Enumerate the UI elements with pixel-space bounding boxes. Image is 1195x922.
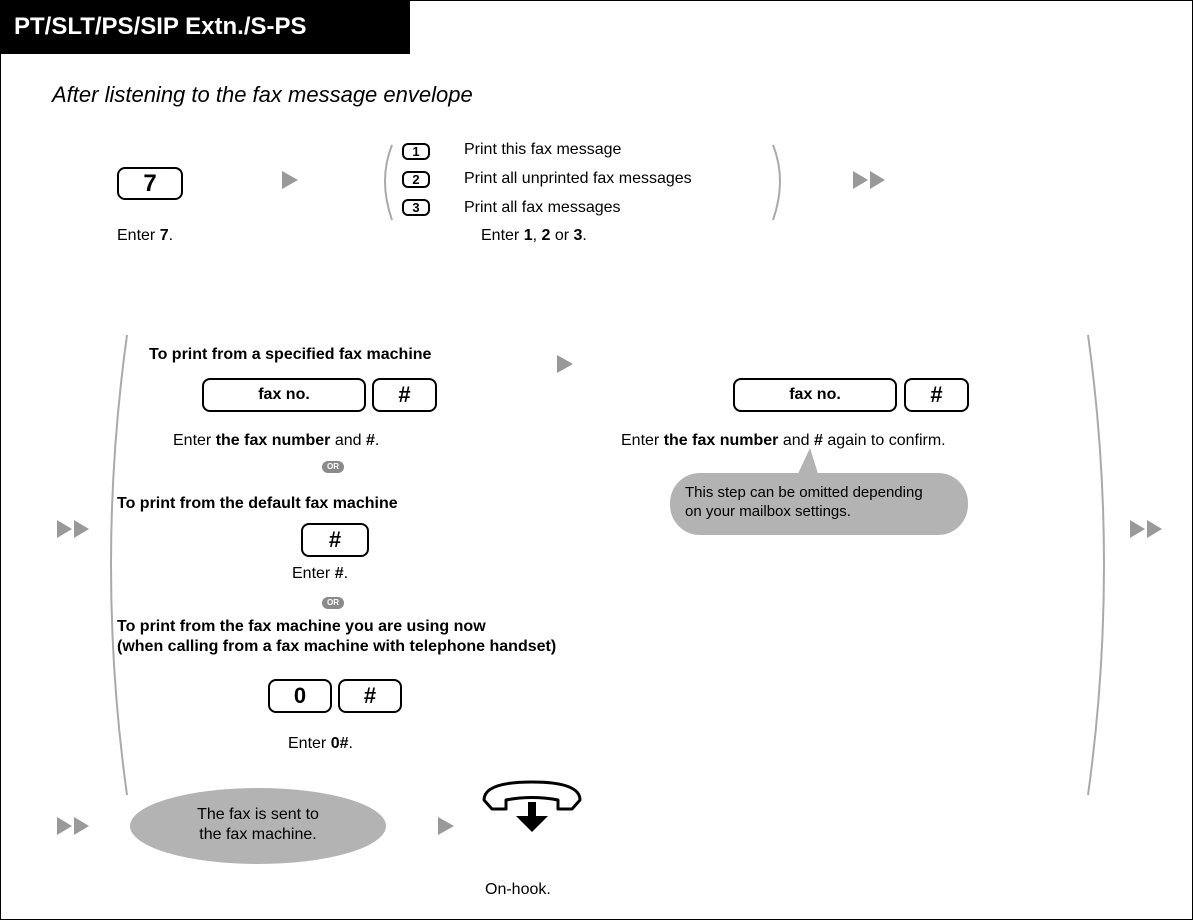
double-arrow-icon: [1130, 520, 1162, 538]
default-fax-caption: Enter #.: [292, 565, 349, 582]
play-arrow-icon: [282, 171, 298, 189]
key-7-button[interactable]: 7: [117, 167, 183, 200]
on-hook-caption: On-hook.: [485, 881, 551, 898]
page-title: PT/SLT/PS/SIP Extn./S-PS: [0, 0, 410, 54]
key-3-button[interactable]: 3: [402, 199, 430, 216]
note-line-2: on your mailbox settings.: [685, 503, 851, 520]
step1-caption: Enter 7.: [117, 227, 174, 244]
fax-number-key[interactable]: fax no.: [202, 378, 366, 412]
specified-fax-caption: Enter the fax number and #.: [173, 432, 380, 449]
note-line-1: This step can be omitted depending: [685, 484, 923, 501]
on-hook-handset-icon: [482, 780, 582, 832]
default-hash-key-button[interactable]: #: [301, 523, 369, 557]
confirm-hash-key-button[interactable]: #: [904, 378, 969, 412]
or-badge: OR: [322, 597, 344, 609]
result-bubble-line2: the fax machine.: [199, 826, 317, 843]
option-print-all-label: Print all fax messages: [464, 199, 621, 216]
confirm-fax-number-key[interactable]: fax no.: [733, 378, 897, 412]
default-fax-heading: To print from the default fax machine: [117, 495, 398, 512]
current-hash-key-button[interactable]: #: [338, 679, 402, 713]
procedure-subtitle: After listening to the fax message envel…: [52, 82, 473, 107]
key-2-button[interactable]: 2: [402, 171, 430, 188]
or-badge: OR: [322, 461, 344, 473]
confirm-caption: Enter the fax number and # again to conf…: [621, 432, 946, 449]
current-fax-heading-line2: (when calling from a fax machine with te…: [117, 638, 557, 655]
play-arrow-icon: [557, 355, 573, 373]
play-arrow-icon: [438, 817, 454, 835]
step2-caption: Enter 1, 2 or 3.: [481, 227, 587, 244]
double-arrow-icon: [853, 171, 885, 189]
double-arrow-icon: [57, 817, 89, 835]
key-1-button[interactable]: 1: [402, 143, 430, 160]
double-arrow-icon: [57, 520, 89, 538]
current-fax-heading-line1: To print from the fax machine you are us…: [117, 618, 486, 635]
key-0-button[interactable]: 0: [268, 679, 332, 713]
result-bubble-line1: The fax is sent to: [197, 806, 319, 823]
option-print-this-label: Print this fax message: [464, 141, 622, 158]
hash-key-button[interactable]: #: [372, 378, 437, 412]
option-print-unprinted-label: Print all unprinted fax messages: [464, 170, 692, 187]
note-bubble: [670, 448, 968, 535]
current-fax-caption: Enter 0#.: [288, 735, 353, 752]
specified-fax-heading: To print from a specified fax machine: [149, 346, 432, 363]
